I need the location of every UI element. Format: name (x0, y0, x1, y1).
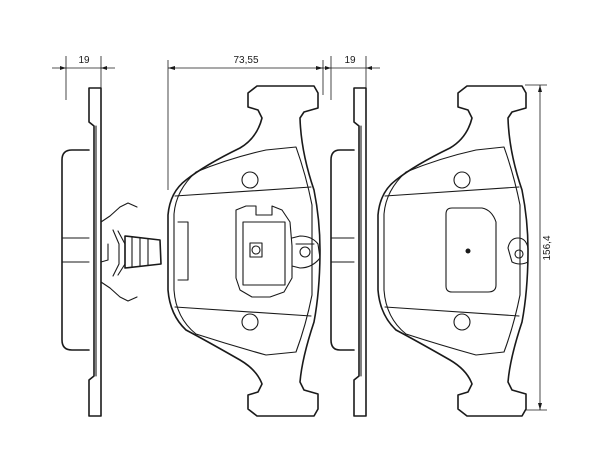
side-view-right (330, 87, 367, 417)
dimension-height: 156,4 (525, 84, 553, 411)
dimension-label-right-thickness: 19 (344, 55, 356, 66)
front-view-pad-right (377, 85, 529, 417)
dimension-left-thickness: 19 (52, 55, 115, 100)
dimension-label-height: 156,4 (542, 235, 553, 260)
side-view-left (61, 87, 162, 417)
wear-sensor (235, 205, 321, 298)
dimension-width: 73,55 (167, 55, 324, 190)
dimension-right-thickness: 19 (318, 55, 380, 100)
front-view-pad-left (167, 85, 321, 417)
dimension-label-width: 73,55 (233, 55, 258, 66)
clip-spring (100, 202, 162, 302)
dimension-label-left-thickness: 19 (78, 55, 90, 66)
